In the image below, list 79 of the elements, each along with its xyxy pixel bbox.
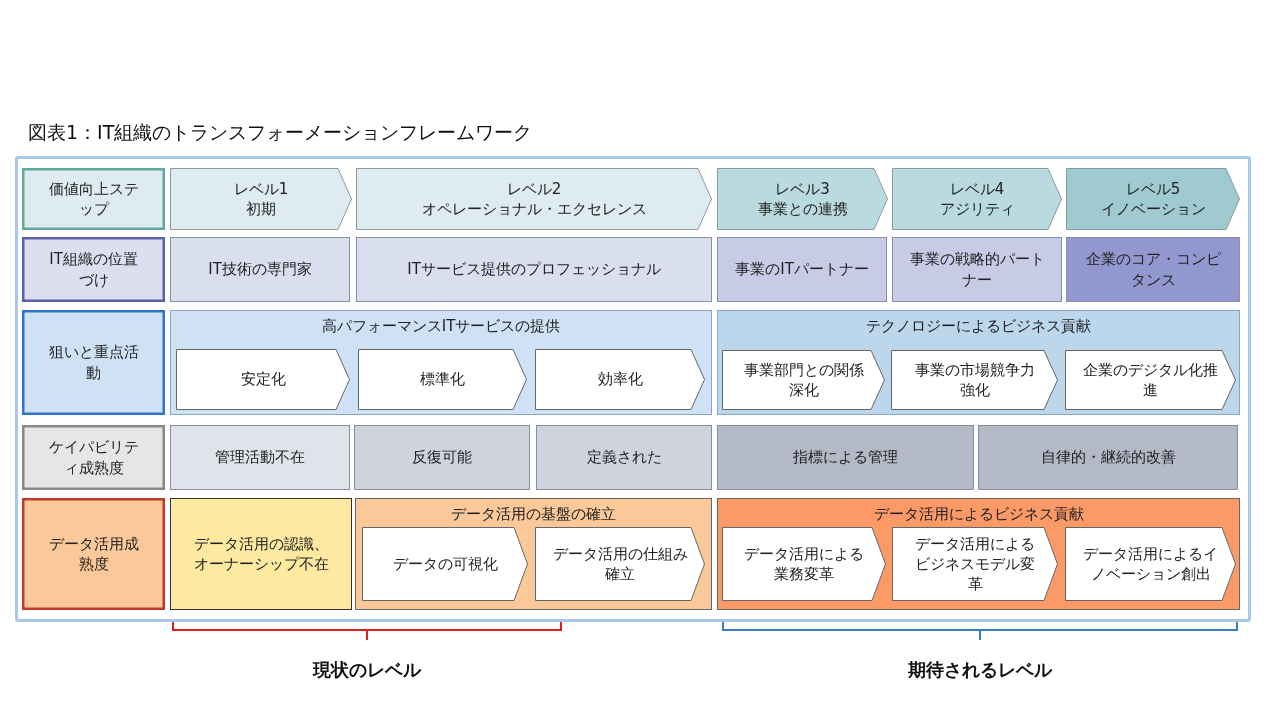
row-header [22,168,165,230]
cell-text: オペレーショナル・エクセレンス [420,199,648,220]
group-panel [170,310,712,415]
cell-text: 事業との連携 [756,199,849,220]
cell-text: 初期 [245,199,277,220]
cell-text: 事業の戦略的パートナー [908,249,1046,290]
cell-text: データ活用の仕組み確立 [551,543,689,585]
pentagon-box [892,527,1058,601]
bracket-label: 期待されるレベル [908,658,1052,682]
pentagon-box [535,349,705,410]
pentagon-box [891,350,1058,410]
cell-text: イノベーション [1099,199,1207,220]
pentagon-box [358,349,527,410]
pentagon-box [535,527,705,601]
pentagon-box [176,349,350,410]
panel-heading: テクノロジーによるビジネス貢献 [865,316,1092,337]
cell-text: データ活用による業務変革 [743,543,865,585]
cell-text: 事業部門との関係深化 [742,359,865,401]
cell-text: 企業のデジタル化推進 [1082,359,1219,401]
cell-text: 標準化 [419,369,466,390]
cell-box [717,425,974,490]
cell-text: データ活用の認識、オーナーシップ不在 [192,533,330,575]
cell-text: レベル3 [774,178,831,199]
cell-text: 定義された [585,447,663,468]
panel-heading: データ活用によるビジネス貢献 [872,504,1085,525]
cell-text: レベル2 [505,178,563,199]
cell-box [978,425,1238,490]
cell-box [356,237,712,302]
cell-text: IT技術の専門家 [207,259,313,280]
cell-box [354,425,530,490]
panel-heading: 高パフォーマンスITサービスの提供 [320,316,562,337]
cell-box [1066,237,1240,302]
pentagon-box [722,350,885,410]
row-label: IT組織の位置づけ [48,249,139,290]
cell-text: ITサービス提供のプロフェッショナル [406,259,662,280]
cell-text: 企業のコア・コンピタンス [1084,249,1222,290]
group-panel [355,498,712,610]
cell-text: 安定化 [239,369,287,390]
group-panel [717,310,1240,415]
diagram-title: 図表1：IT組織のトランスフォーメーションフレームワーク [28,120,533,145]
cell-box [170,425,350,490]
pentagon-box [717,168,888,230]
row-header [22,498,165,610]
pentagon-box [722,527,886,601]
cell-text: 管理活動不在 [214,447,306,468]
pentagon-box [1065,527,1236,601]
pentagon-box [362,527,528,601]
pentagon-box [892,168,1062,230]
cell-text: 指標による管理 [792,447,899,468]
cell-text: 事業の市場競争力強化 [913,359,1036,401]
row-label: データ活用成熟度 [47,533,140,575]
cell-text: レベル5 [1124,178,1182,199]
cell-text: アジリティ [938,199,1016,220]
cell-text: レベル1 [232,178,290,199]
row-header [22,425,165,490]
cell-text: データ活用によるイノベーション創出 [1082,543,1219,585]
row-label: 価値向上ステップ [47,178,140,220]
panel-heading: データ活用の基盤の確立 [450,504,617,525]
bracket-label: 現状のレベル [313,658,421,682]
row-label: ケイパビリティ成熟度 [47,437,140,478]
cell-text: データの可視化 [391,553,499,575]
cell-box [717,237,887,302]
cell-text: 反復可能 [411,447,473,468]
cell-text: 効率化 [596,369,644,390]
pentagon-box [170,168,352,230]
row-label: 狙いと重点活動 [47,342,140,383]
cell-box [892,237,1062,302]
cell-box [536,425,712,490]
pentagon-box [1065,350,1236,410]
row-header [22,310,165,415]
cell-text: 事業のITパートナー [734,259,870,280]
cell-box [170,498,352,610]
cell-text: データ活用によるビジネスモデル変革 [914,533,1036,595]
cell-text: レベル4 [948,178,1006,199]
row-header [22,237,165,302]
pentagon-box [1066,168,1240,230]
cell-text: 自律的・継続的改善 [1039,447,1177,468]
cell-box [170,237,350,302]
group-panel [717,498,1240,610]
